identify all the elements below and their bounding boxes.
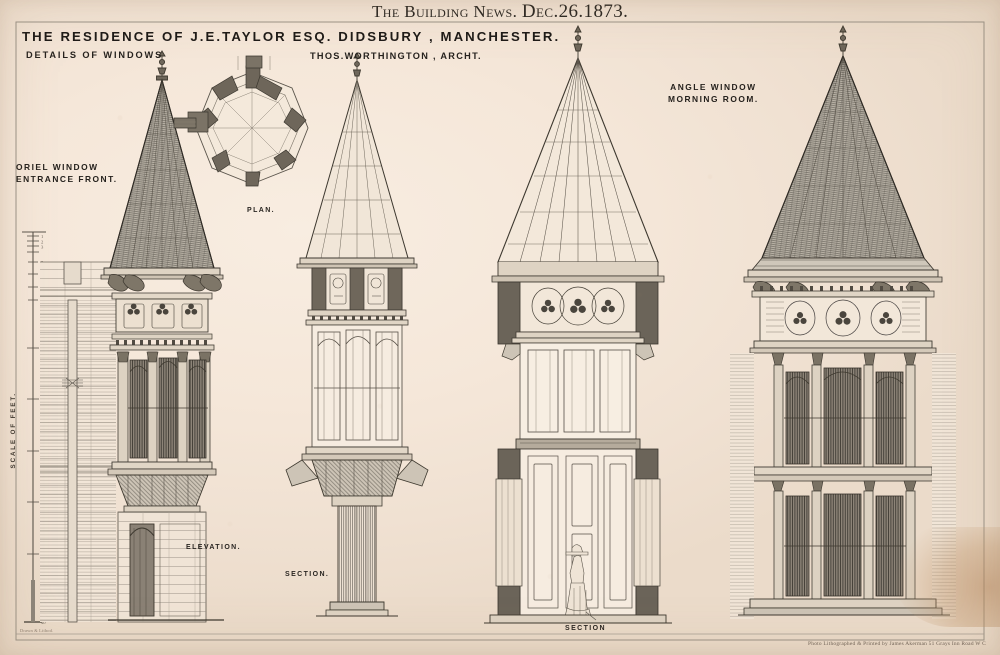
figure-oriel-section [285,52,429,617]
printer-credit: Photo Lithographed & Printed by James Ak… [808,641,986,647]
figure-angle-elevation [585,24,956,621]
label-section-angle: SECTION [565,625,606,632]
masthead-title: The Building News. [372,2,518,21]
svg-text:2: 2 [41,240,44,245]
svg-text:3: 3 [41,245,44,250]
figure-oriel-elevation [40,50,224,623]
masthead-date: Dec.26.1873. [521,1,629,22]
figure-plan-octagon [173,55,309,187]
scale-label: SCALE OF FEET. [10,392,17,469]
figure-angle-section [484,24,672,624]
draughtsman-credit: Drawn & Lithod. [20,628,54,633]
masthead: The Building News. Dec.26.1873. [372,1,628,23]
label-plan: PLAN. [247,207,275,214]
caption-angle: ANGLE WINDOW MORNING ROOM. [668,81,759,105]
svg-text:40: 40 [41,620,46,625]
caption-angle-line2: MORNING ROOM. [668,94,759,104]
subtitle-details: DETAILS OF WINDOWS [26,50,164,60]
caption-oriel-line1: ORIEL WINDOW [16,162,99,172]
subtitle-architect: THOS.WORTHINGTON , ARCHT. [310,51,482,61]
caption-oriel-line2: ENTRANCE FRONT. [16,174,118,184]
caption-oriel: ORIEL WINDOW ENTRANCE FRONT. [16,161,118,185]
label-elevation: ELEVATION. [186,544,241,551]
svg-text:1: 1 [41,234,44,239]
label-section-oriel: SECTION. [285,571,330,578]
caption-angle-line1: ANGLE WINDOW [670,82,757,92]
page-title: THE RESIDENCE OF J.E.TAYLOR ESQ. DIDSBUR… [22,29,561,44]
